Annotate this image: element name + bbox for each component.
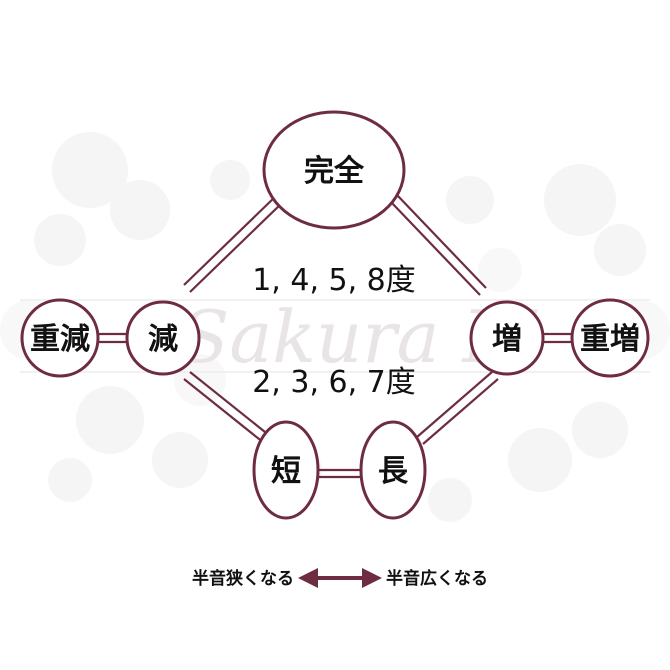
edge-perfect-aug-2 — [390, 201, 481, 296]
node-perfect-label: 完全 — [304, 154, 365, 189]
legend: 半音狭くなる 半音広くなる — [192, 568, 488, 589]
node-minor-label: 短 — [271, 454, 301, 489]
node-perfect: 完全 — [262, 110, 406, 230]
edge-dim-minor-2 — [183, 378, 270, 448]
node-diminished-label: 減 — [148, 322, 178, 357]
node-double-augmented-label: 重増 — [580, 322, 640, 357]
edges — [95, 194, 576, 479]
background-decoration — [0, 132, 670, 522]
node-diminished: 減 — [125, 300, 201, 376]
edge-perfect-aug — [396, 194, 487, 289]
edge-major-aug-2 — [422, 378, 499, 445]
node-augmented: 増 — [469, 300, 545, 376]
node-double-augmented: 重増 — [570, 298, 650, 378]
node-minor: 短 — [252, 420, 320, 520]
edge-dim-minor — [189, 371, 276, 441]
edge-major-aug — [416, 371, 493, 438]
edge-dim-perfect — [183, 194, 278, 286]
node-double-diminished-label: 重減 — [30, 322, 90, 357]
legend-narrower: 半音狭くなる — [192, 568, 294, 589]
node-double-diminished: 重減 — [20, 298, 100, 378]
perfect-degrees-label: 1, 4, 5, 8度 — [252, 263, 416, 298]
legend-wider: 半音広くなる — [386, 568, 488, 589]
edge-dim-perfect-2 — [189, 201, 284, 293]
node-major: 長 — [359, 420, 427, 520]
node-major-label: 長 — [378, 454, 409, 489]
imperfect-degrees-label: 2, 3, 6, 7度 — [252, 365, 416, 400]
node-augmented-label: 増 — [492, 322, 522, 357]
